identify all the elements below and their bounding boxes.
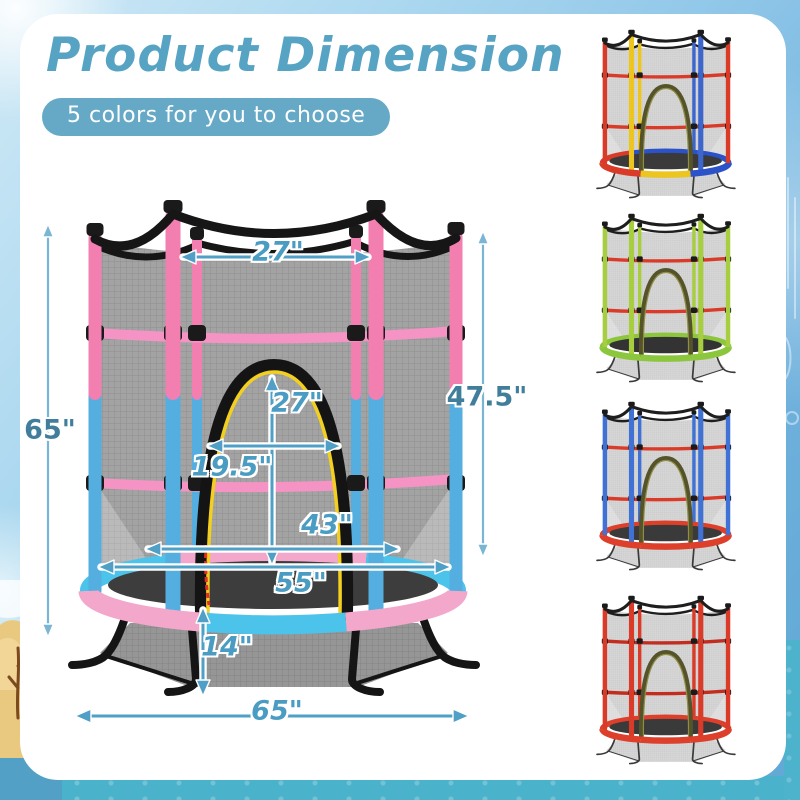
dim-label-door-width: 19.5" xyxy=(191,451,273,483)
water-decoration xyxy=(0,776,800,800)
dim-label-ground-clearance: 14" xyxy=(201,631,253,663)
variant-thumbnail-green xyxy=(592,212,744,386)
colors-badge: 5 colors for you to choose xyxy=(42,98,391,136)
dim-label-enclosure-height: 47.5" xyxy=(446,381,528,413)
variant-thumbnail-multicolor xyxy=(592,28,744,202)
dim-label-door-height: 27" xyxy=(271,387,323,419)
dim-label-overall-height: 65" xyxy=(24,414,76,446)
variant-thumbnail-blue xyxy=(592,400,744,574)
water-right-decoration xyxy=(784,640,800,800)
sketch-doodle-decoration xyxy=(785,177,799,425)
page-title: Product Dimension xyxy=(46,28,565,83)
dim-label-top-opening: 27" xyxy=(252,236,304,268)
variant-thumbnail-red xyxy=(592,594,744,768)
dim-label-pad-diameter: 55" xyxy=(275,567,327,599)
dim-label-base-width: 65" xyxy=(251,695,303,727)
dim-label-mat-diameter: 43" xyxy=(301,509,353,541)
trampoline-main-illustration xyxy=(60,195,500,705)
